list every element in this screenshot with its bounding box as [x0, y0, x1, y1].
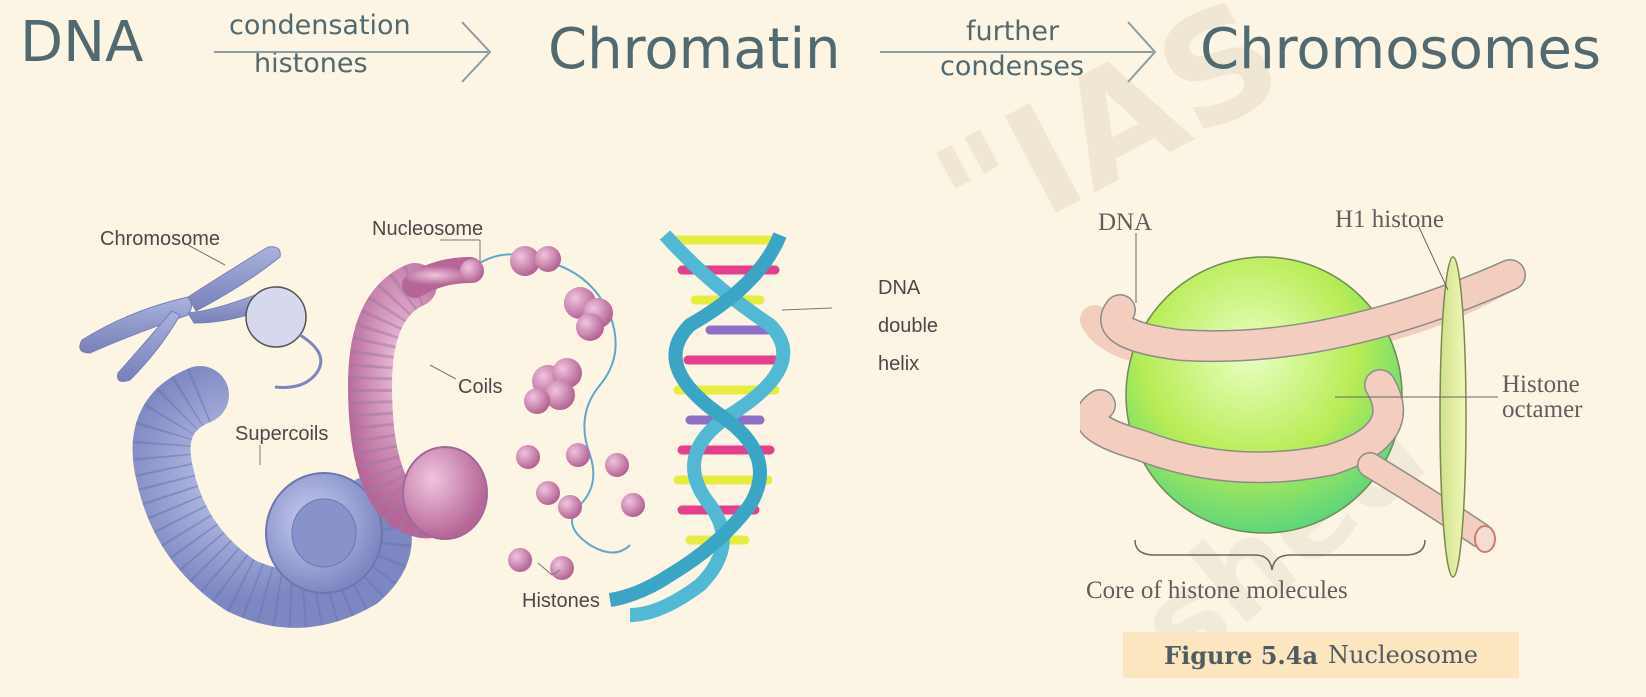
figure-number: Figure 5.4a: [1164, 640, 1318, 670]
figure-caption: Figure 5.4a Nucleosome: [1123, 632, 1519, 678]
arrow-right-icon: [214, 21, 492, 83]
dna-tube-end: [1474, 525, 1496, 553]
arrow1-label-bottom: histones: [254, 48, 368, 79]
arrow-right-icon: [880, 21, 1157, 83]
flow-step-dna: DNA: [20, 10, 144, 75]
label-helix: helix: [878, 353, 919, 375]
label-nucleosome: Nucleosome: [372, 218, 483, 240]
label-chromosome: Chromosome: [100, 228, 220, 250]
dna-tube-wrap: [1080, 259, 1526, 548]
label-core: Core of histone molecules: [1086, 577, 1348, 604]
zoom-fiber: [274, 333, 323, 389]
label-h1-histone: H1 histone: [1335, 206, 1444, 233]
label-dna: DNA: [1098, 209, 1152, 236]
label-histone: Histone: [1502, 371, 1580, 398]
dna-double-helix: [608, 230, 791, 622]
arrow2-label-bottom: condenses: [940, 51, 1085, 82]
nucleosome-string: [460, 246, 631, 554]
arrow2-label-top: further: [966, 16, 1060, 47]
leader-lines: [187, 239, 833, 576]
label-supercoils: Supercoils: [235, 423, 328, 445]
leader-lines: [1135, 224, 1498, 398]
label-octamer: octamer: [1502, 396, 1583, 423]
label-histones: Histones: [522, 590, 600, 612]
flow-step-chromatin: Chromatin: [548, 17, 841, 82]
h1-histone-shape: [1439, 256, 1467, 578]
histone-octamer-sphere: [1125, 256, 1403, 534]
supercoils-shape: [132, 366, 412, 628]
label-double: double: [878, 315, 938, 337]
label-coils: Coils: [458, 376, 502, 398]
core-brace: [1134, 539, 1426, 571]
figure-title: Nucleosome: [1328, 641, 1478, 669]
flow-step-chromosomes: Chromosomes: [1200, 17, 1602, 82]
nucleosome-diagram: DNA H1 histone Histone octamer Core of h…: [1080, 206, 1583, 604]
chromatin-structure-diagram: Chromosome Nucleosome Coils Supercoils H…: [79, 218, 938, 628]
chromosome-zoom-circle: [245, 286, 307, 348]
free-histones: [508, 443, 645, 580]
arrow1-label-top: condensation: [229, 10, 411, 41]
flow-arrows: [214, 21, 1157, 83]
coils-shape: [347, 257, 488, 540]
label-dna: DNA: [878, 277, 921, 299]
